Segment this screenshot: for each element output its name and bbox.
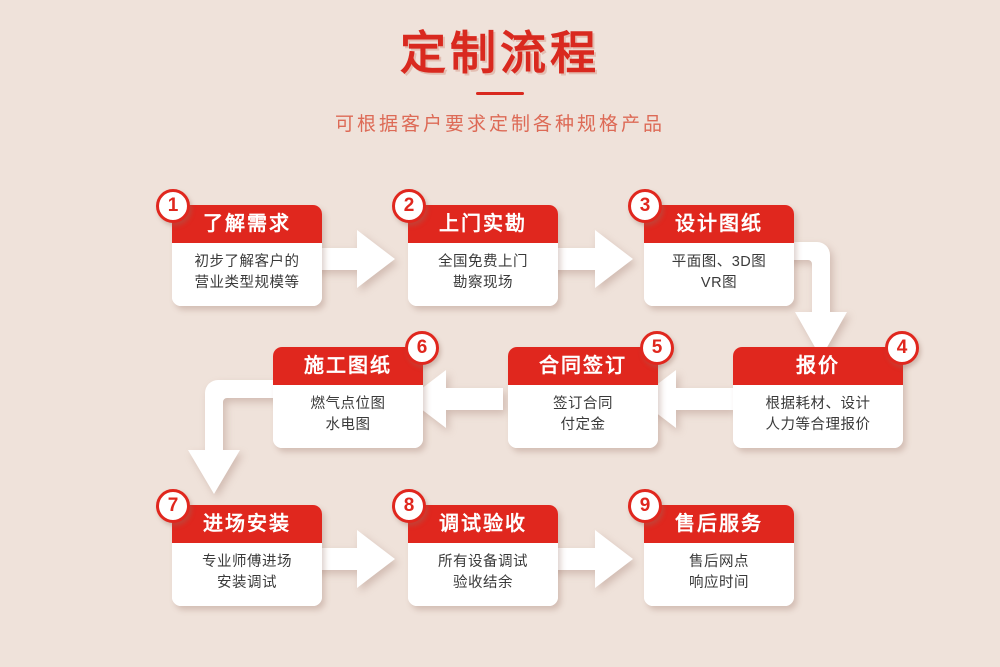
step-badge-3: 3: [628, 189, 662, 223]
step-title-7: 进场安装: [172, 505, 322, 543]
step-badge-5: 5: [640, 331, 674, 365]
step-badge-7: 7: [156, 489, 190, 523]
step-body-line-1: 燃气点位图: [310, 396, 386, 412]
step-title-5: 合同签订: [508, 347, 658, 385]
arrow-3-to-4: [742, 240, 847, 360]
step-body-7: 专业师傅进场 安装调试: [172, 543, 322, 607]
step-title-6: 施工图纸: [273, 347, 423, 385]
step-badge-6: 6: [405, 331, 439, 365]
step-title-4: 报价: [733, 347, 903, 385]
step-card-1[interactable]: 1 了解需求 初步了解客户的 营业类型规模等: [156, 189, 322, 307]
page-title: 定制流程: [400, 27, 600, 79]
arrow-7-to-8: [300, 530, 395, 588]
step-body-line-1: 签订合同: [553, 396, 613, 412]
step-body-line-2: 营业类型规模等: [194, 275, 300, 292]
step-card-6[interactable]: 6 施工图纸 燃气点位图 水电图: [273, 331, 439, 449]
step-title-1: 了解需求: [172, 205, 322, 243]
step-body-line-2: 验收结余: [453, 575, 513, 592]
step-body-line-1: 售后网点: [689, 554, 749, 570]
step-badge-9: 9: [628, 489, 662, 523]
step-card-4[interactable]: 4 报价 根据耗材、设计 人力等合理报价: [733, 331, 919, 449]
arrow-1-to-2: [300, 230, 395, 288]
step-body-2: 全国免费上门 勘察现场: [408, 243, 558, 307]
arrow-8-to-9: [538, 530, 633, 588]
step-body-line-2: VR图: [700, 275, 738, 292]
step-title-9: 售后服务: [644, 505, 794, 543]
step-body-line-1: 专业师傅进场: [202, 554, 292, 570]
header: 定制流程 可根据客户要求定制各种规格产品: [0, 0, 1000, 136]
step-body-9: 售后网点 响应时间: [644, 543, 794, 607]
step-body-line-2: 安装调试: [217, 575, 277, 592]
step-body-1: 初步了解客户的 营业类型规模等: [172, 243, 322, 307]
step-body-line-2: 勘察现场: [453, 275, 513, 292]
step-body-line-1: 所有设备调试: [438, 554, 528, 570]
step-body-line-1: 初步了解客户的: [194, 254, 300, 270]
step-body-line-2: 付定金: [560, 417, 606, 434]
step-badge-1: 1: [156, 189, 190, 223]
page-subtitle: 可根据客户要求定制各种规格产品: [334, 114, 665, 135]
step-card-8[interactable]: 8 调试验收 所有设备调试 验收结余: [392, 489, 558, 607]
arrow-6-to-7: [188, 378, 293, 496]
step-card-7[interactable]: 7 进场安装 专业师傅进场 安装调试: [156, 489, 322, 607]
step-title-8: 调试验收: [408, 505, 558, 543]
step-body-5: 签订合同 付定金: [508, 385, 658, 449]
step-body-6: 燃气点位图 水电图: [273, 385, 423, 449]
arrow-5-to-6: [408, 370, 503, 428]
step-card-5[interactable]: 5 合同签订 签订合同 付定金: [508, 331, 674, 449]
step-body-8: 所有设备调试 验收结余: [408, 543, 558, 607]
step-body-line-1: 根据耗材、设计: [765, 396, 871, 412]
step-badge-8: 8: [392, 489, 426, 523]
step-body-3: 平面图、3D图 VR图: [644, 243, 794, 307]
step-card-9[interactable]: 9 售后服务 售后网点 响应时间: [628, 489, 794, 607]
arrow-4-to-5: [638, 370, 733, 428]
step-card-3[interactable]: 3 设计图纸 平面图、3D图 VR图: [628, 189, 794, 307]
step-card-2[interactable]: 2 上门实勘 全国免费上门 勘察现场: [392, 189, 558, 307]
step-body-line-2: 人力等合理报价: [765, 417, 871, 434]
step-title-3: 设计图纸: [644, 205, 794, 243]
step-body-4: 根据耗材、设计 人力等合理报价: [733, 385, 903, 449]
step-body-line-2: 水电图: [325, 417, 371, 434]
step-body-line-2: 响应时间: [689, 575, 749, 592]
step-body-line-1: 平面图、3D图: [671, 254, 767, 270]
step-badge-4: 4: [885, 331, 919, 365]
step-badge-2: 2: [392, 189, 426, 223]
step-body-line-1: 全国免费上门: [438, 254, 528, 270]
arrow-2-to-3: [538, 230, 633, 288]
step-title-2: 上门实勘: [408, 205, 558, 243]
title-divider: [476, 92, 524, 95]
